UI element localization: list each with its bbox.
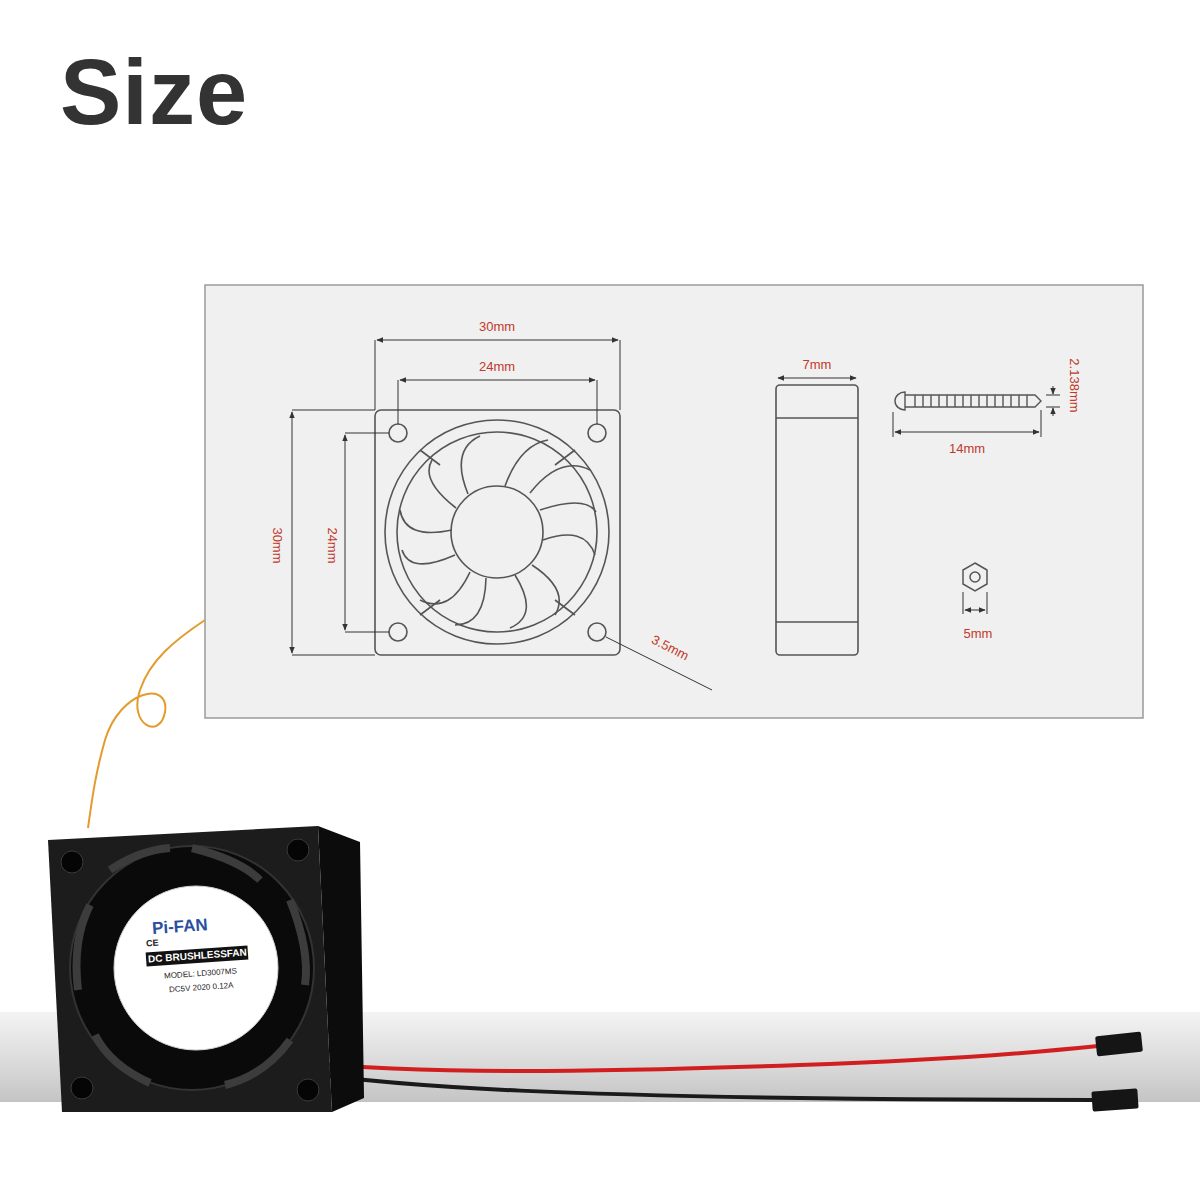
dimension-lines [963,592,987,614]
dimension-label: 5mm [964,627,993,642]
dimension-label: 2.138mm [1066,358,1081,412]
wire-connectors [1091,1032,1143,1112]
fan-photo [48,826,364,1112]
drawing-panel [205,285,1143,718]
fan-front-view [375,410,620,655]
decorative-curl [88,620,205,828]
dimension-label: 30mm [269,527,284,563]
dimension-label: 24mm [324,527,339,563]
screw-drawing [895,392,1041,410]
nut-drawing [963,563,987,591]
dimension-label: 30mm [479,320,515,335]
page-title: Size [60,40,248,145]
dimension-lines [893,386,1060,437]
fan-wires [300,1046,1098,1100]
dimension-lines [292,340,712,690]
dimension-label: 7mm [803,358,832,373]
dimension-line [778,378,856,379]
fan-side-view [776,385,858,655]
dimension-label: 24mm [479,360,515,375]
dimension-label: 14mm [949,442,985,457]
certification-mark: CE [145,937,158,948]
